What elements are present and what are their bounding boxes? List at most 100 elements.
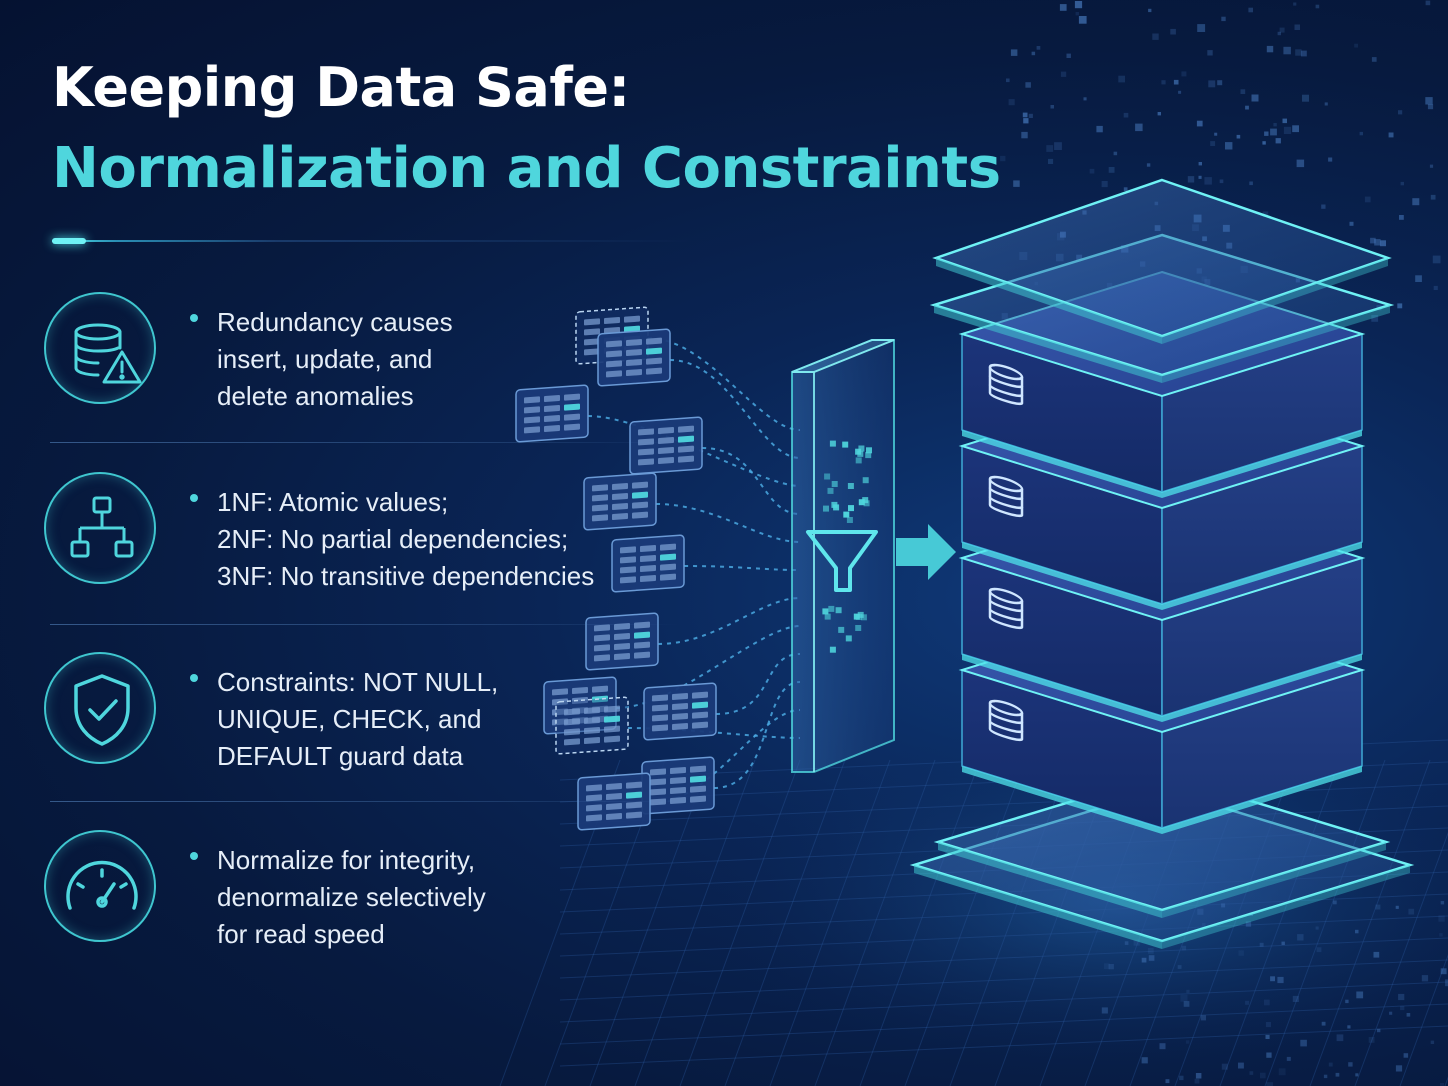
card-cell [660,573,676,581]
card-cell [690,795,706,803]
pixel [1277,976,1284,984]
card-cell [690,775,706,783]
bullet-dot [190,852,198,860]
pixel [1439,933,1443,937]
card-cell [626,369,642,377]
pixel [1195,1073,1202,1079]
pixel [1180,994,1188,1002]
db-ring [988,598,1024,613]
card-cell [650,768,666,776]
card-cell [594,644,610,652]
card-cell [586,804,602,812]
pixel [1240,89,1246,94]
card-cell [586,794,602,802]
card-cell [612,513,628,521]
pixel [1370,237,1376,244]
list-item-denormalize: Normalize for integrity, denormalize sel… [44,830,644,950]
plate-edge-right [1162,842,1386,918]
card-cell [670,777,686,785]
pixel [1259,942,1264,947]
pixel [1316,947,1322,953]
card-cell [660,553,676,561]
pixel [1281,941,1285,945]
card-cell [640,575,656,583]
pixel [1028,113,1033,118]
plate-edge-right [1162,305,1390,383]
pixel [1083,97,1087,101]
card-cell [604,715,620,723]
pixel [1283,46,1291,55]
particle [855,614,862,620]
pixel [1251,94,1259,102]
list-item-normal-forms: 1NF: Atomic values; 2NF: No partial depe… [44,472,644,592]
card-cell [584,707,600,715]
particle [865,452,872,459]
pixel [1118,75,1125,83]
divider [50,624,680,625]
card-cell [606,783,622,791]
card-cell [524,406,540,414]
pixel [1356,991,1364,999]
particle [838,626,845,633]
pixel [1198,175,1202,179]
table-card [629,416,703,475]
card-cell [692,711,708,719]
grid-line [559,959,1448,1001]
card-cell [672,693,688,701]
flow-line [715,653,801,715]
card-cell [606,340,622,348]
particle [858,499,865,506]
pixel [1108,167,1115,173]
table-cards [515,306,717,831]
pixel [1264,999,1270,1006]
arrow-right-icon [896,524,956,580]
pixel [1427,104,1434,110]
pixel [1328,1062,1333,1067]
database-warning-icon [74,323,142,384]
pixel [1440,901,1445,905]
pixel [1141,1057,1148,1064]
card-cell [594,654,610,662]
pixel [1347,1025,1351,1029]
card-cell [606,350,622,358]
particle [855,625,862,631]
pixel [1266,1082,1273,1086]
divider [50,442,680,443]
card-cell [632,491,648,499]
plate-edge-left [936,258,1162,344]
flow-line [669,359,801,459]
particle [843,511,850,518]
pixel [1425,97,1433,105]
card-cell [612,503,628,511]
flow-line [615,625,801,709]
flow-line [657,597,801,645]
card-cell [586,784,602,792]
pixel [1177,965,1182,969]
card-cell [678,435,694,443]
particle [858,445,865,452]
pixel [1292,995,1299,1002]
pixel [1221,1063,1228,1070]
pixel [1398,993,1405,1001]
flow-line [701,447,801,515]
pixel [1282,118,1287,124]
pixel [1348,1062,1353,1067]
funnel-icon [806,530,878,592]
db-ring [988,607,1024,622]
particle [823,505,829,512]
pixel [1432,255,1441,264]
pixel [1059,4,1067,11]
card-cell [670,787,686,795]
top-plate-upper [932,178,1392,344]
grid-line [859,759,981,1086]
card-cell [626,781,642,789]
card-cell [652,714,668,722]
db-body [988,366,1024,406]
card-cell [672,723,688,731]
pixel [1096,125,1103,133]
card-cell [640,555,656,563]
pixel [1025,82,1031,88]
pixel [1395,905,1399,909]
particle [824,473,831,480]
